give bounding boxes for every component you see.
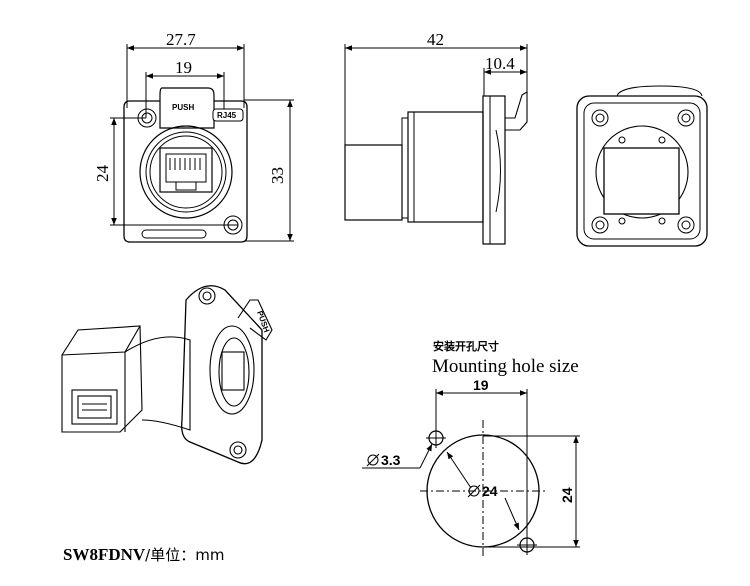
push-text-iso: PUSH — [255, 310, 271, 334]
front-round-housing — [139, 125, 233, 219]
rj45-text-front: RJ45 — [217, 111, 237, 120]
dim-33-front: 33 — [268, 167, 287, 184]
hole-dim-24-diameter: 24 — [482, 483, 498, 499]
rear-hole-bl — [591, 216, 609, 234]
unit-note: /单位：mm — [145, 546, 225, 564]
dim-27-7: 27.7 — [166, 30, 196, 49]
dim-19-front: 19 — [175, 58, 192, 77]
rear-latch-arc — [616, 85, 703, 97]
hole-dim-19: 19 — [473, 377, 489, 393]
rear-jack-block — [603, 147, 680, 215]
iso-rear-box — [61, 325, 143, 433]
iso-latch — [237, 299, 273, 341]
iso-jack-ring — [209, 325, 255, 415]
mounting-title-cn: 安装开孔尺寸 — [433, 339, 499, 353]
rear-view — [576, 85, 708, 247]
iso-view — [61, 285, 273, 465]
mount-hole-top-left — [137, 108, 157, 128]
dim-42: 42 — [427, 30, 444, 49]
rear-hole-br — [677, 216, 695, 234]
iso-flange — [181, 285, 263, 465]
push-text-front: PUSH — [172, 103, 194, 112]
model-number: SW8FDNV — [63, 545, 146, 564]
iso-rj45-opening — [71, 389, 118, 425]
rear-housing — [344, 144, 403, 221]
mount-hole-bottom-right — [223, 215, 243, 235]
front-flange-outline — [123, 100, 248, 243]
hole-dim-24-vertical: 24 — [559, 487, 575, 503]
rj45-badge — [212, 108, 244, 122]
rear-hole-tl — [591, 109, 609, 127]
dim-10-4: 10.4 — [485, 54, 515, 73]
front-bottom-slot — [141, 229, 207, 239]
side-latch — [505, 91, 528, 131]
side-flange — [482, 95, 506, 245]
side-barrel — [407, 111, 484, 223]
footer-caption: SW8FDNV/单位：mm — [63, 544, 224, 565]
front-view — [110, 44, 294, 243]
hole-dim-3-3: 3.3 — [381, 452, 401, 468]
mounting-hole-drawing — [362, 389, 580, 558]
dim-24-front: 24 — [93, 165, 112, 183]
mounting-title-en: Mounting hole size — [432, 356, 579, 377]
rear-flange-outline — [576, 95, 708, 247]
rj45-jack — [159, 147, 213, 193]
rear-hole-tr — [677, 109, 695, 127]
push-latch — [159, 87, 215, 129]
side-view — [344, 44, 528, 245]
